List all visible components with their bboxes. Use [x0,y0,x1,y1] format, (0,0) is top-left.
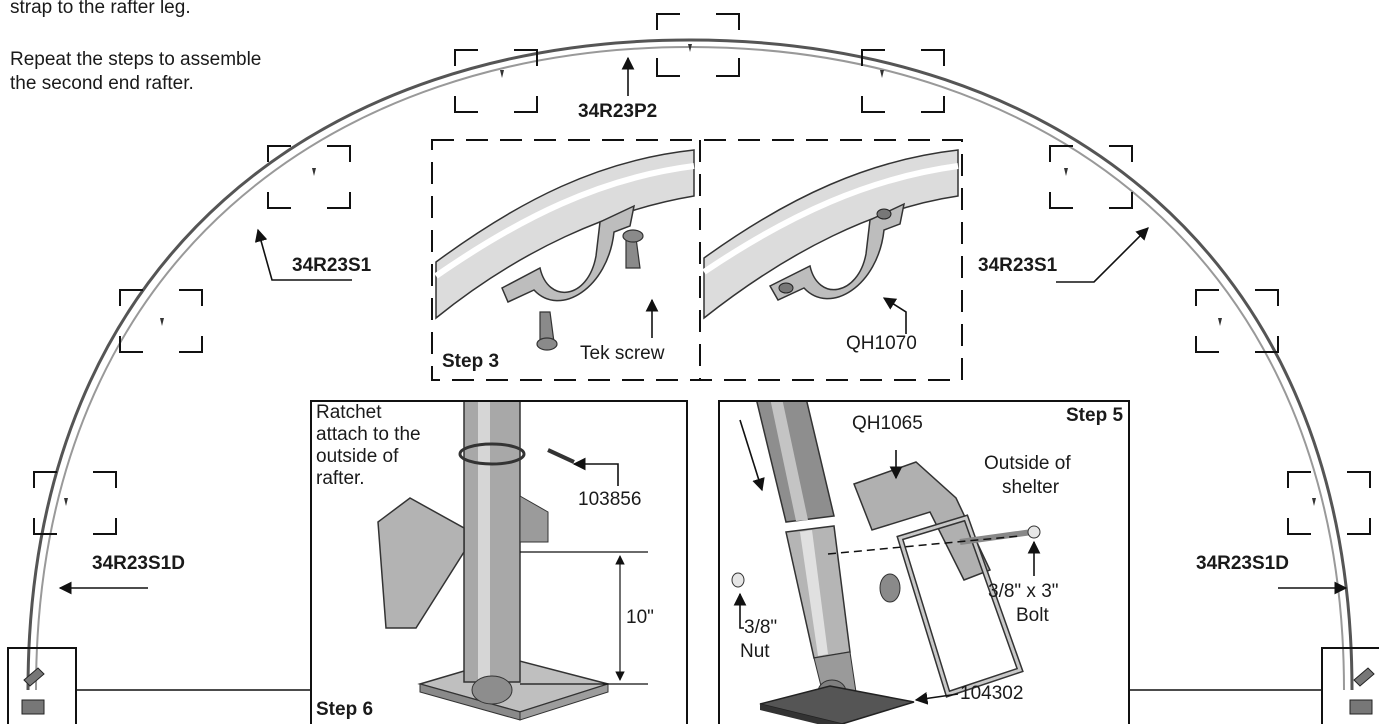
ratchet-note-line1: Ratchet [316,402,382,423]
step3-frame [431,139,963,381]
rafter-arch-outer [26,38,1354,691]
part-label-upper-left: 34R23S1 [292,255,372,276]
nut-label-line1: 3/8" [744,617,778,638]
step3-left-illustration [434,149,695,351]
bolt-label-line2: Bolt [1016,605,1049,626]
step6-title: Step 6 [316,699,374,720]
part-104302-label: 104302 [960,683,1024,704]
part-label-lower-left: 34R23S1D [92,553,185,574]
part-label-upper-right: 34R23S1 [978,255,1058,276]
qh1065-label: QH1065 [852,413,923,434]
rafter-arch-inner [35,45,1345,691]
ratchet-note-line4: rafter. [316,468,365,489]
qh1070-label: QH1070 [846,333,917,354]
ratchet-note-line3: outside of [316,446,399,467]
step3-title: Step 3 [442,351,500,372]
intro-line: strap to the rafter leg. [10,0,191,18]
step6-panel: Ratchet attach to the outside of rafter.… [310,400,688,724]
repeat-instruction-line1: Repeat the steps to assemble [10,49,262,70]
ratchet-note-line2: attach to the [316,424,421,445]
outside-label-line1: Outside of [984,453,1071,474]
right-foot-box [1321,647,1379,724]
step5-illustration [731,402,1041,724]
repeat-instruction-line2: the second end rafter. [10,73,194,94]
step6-illustration [377,402,648,721]
nut-label-line2: Nut [740,641,770,662]
step5-title: Step 5 [1066,405,1124,426]
step5-panel: Step 5 QH1065 Outside of shelter 3/8" x … [718,400,1130,724]
part-label-top: 34R23P2 [578,101,658,122]
tek-screw-label: Tek screw [580,343,665,364]
bolt-label-line1: 3/8" x 3" [988,581,1059,602]
step3-right-illustration [702,149,959,320]
dimension-10in-label: 10" [626,607,654,628]
part-label-lower-right: 34R23S1D [1196,553,1289,574]
outside-label-line2: shelter [1002,477,1060,498]
left-foot-box [7,647,77,724]
part-103856-label: 103856 [578,489,642,510]
